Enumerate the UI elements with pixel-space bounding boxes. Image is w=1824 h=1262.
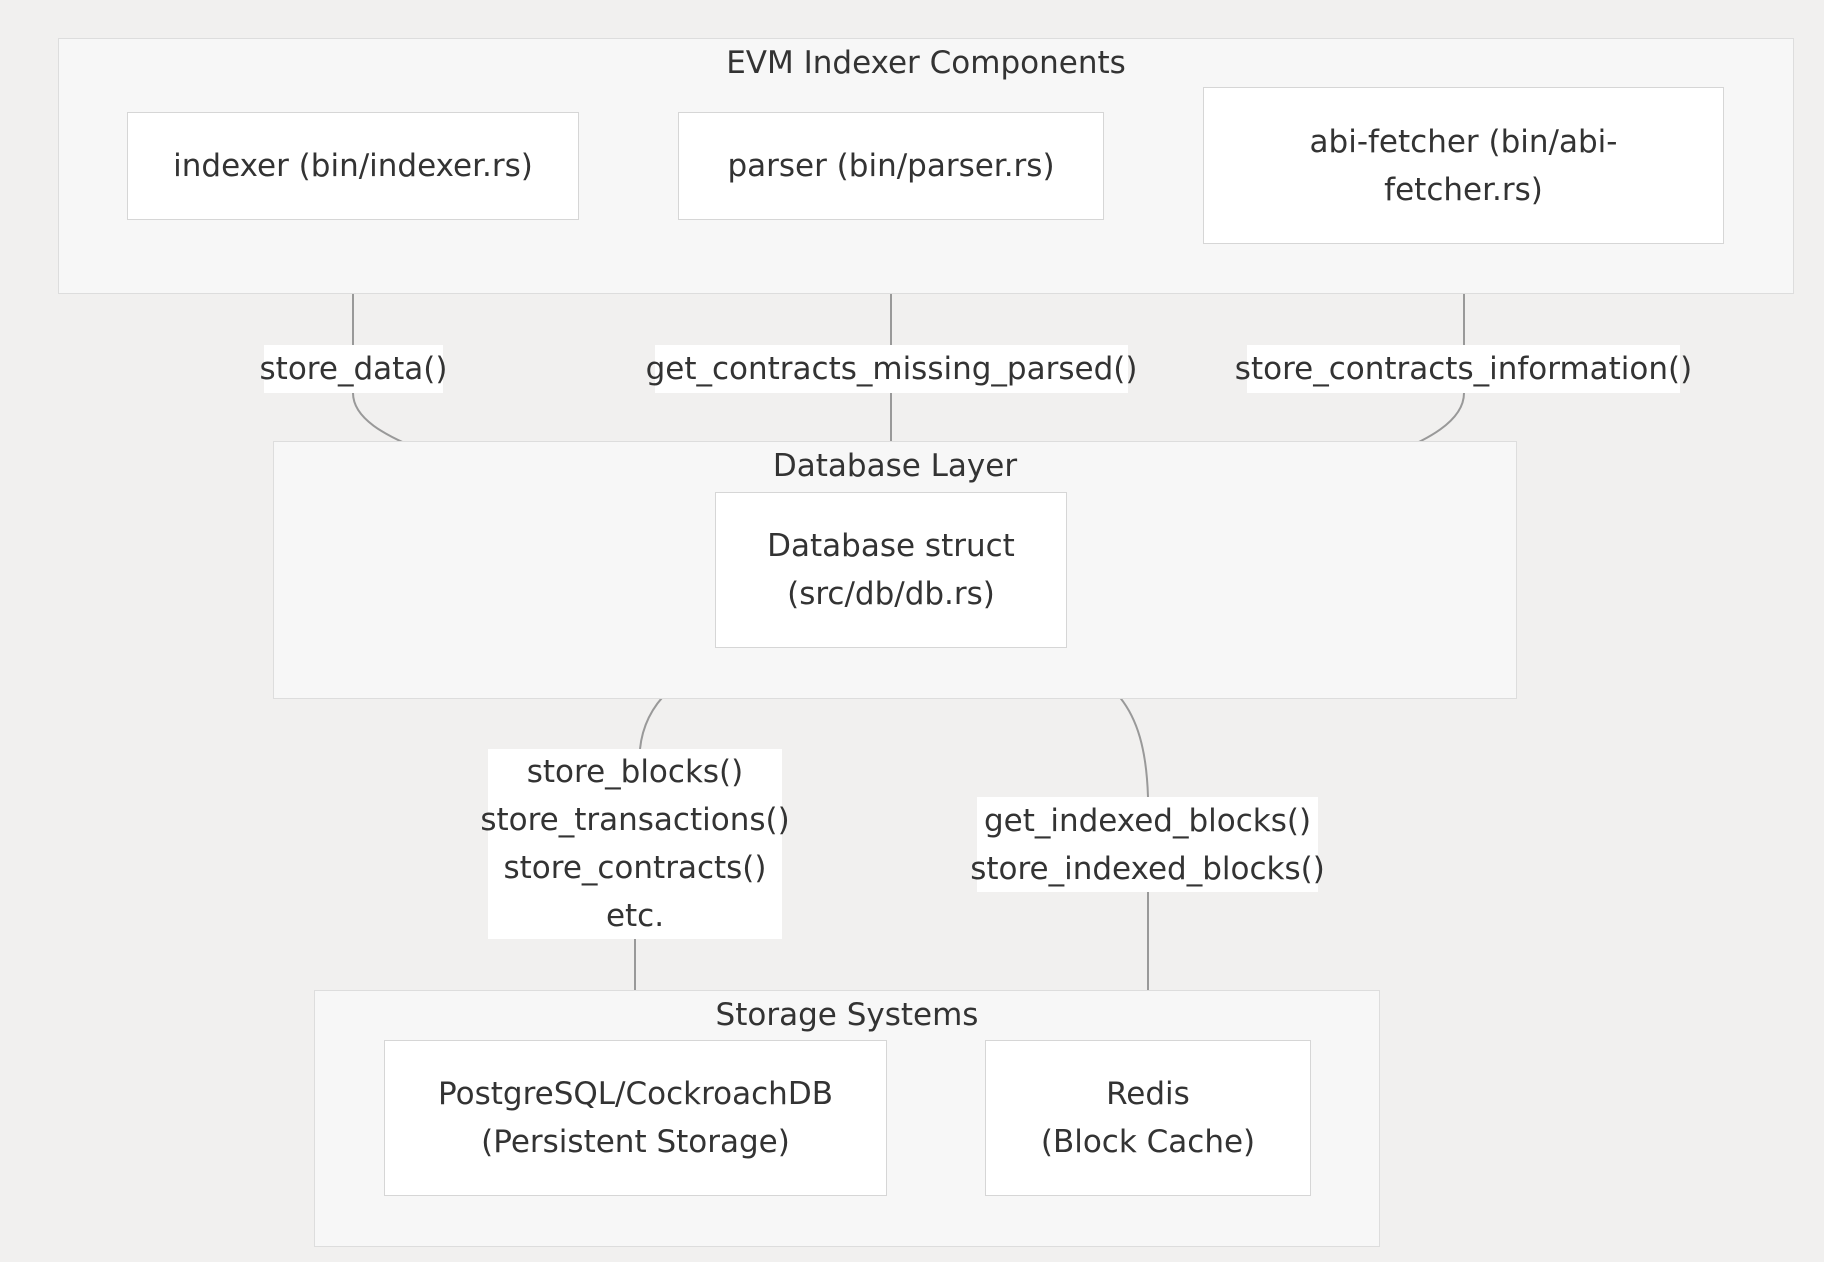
text-line: get_contracts_missing_parsed() [645, 351, 1138, 387]
edge-label-store-data: store_data() [260, 345, 447, 393]
text-line: store_contracts() [503, 850, 767, 886]
text-line: store_indexed_blocks() [970, 850, 1325, 887]
text-line: store_transactions() [480, 802, 790, 838]
edge-label-store-contracts-information: store_contracts_information() [1235, 345, 1692, 393]
text-line: indexer (bin/indexer.rs) [173, 148, 533, 184]
node-postgresql-cockroachdb: PostgreSQL/CockroachDB (Persistent Storag… [384, 1040, 887, 1196]
cluster-title: Database Layer [772, 448, 1018, 484]
text-line: (src/db/db.rs) [787, 576, 995, 612]
cluster-title: Storage Systems [715, 997, 979, 1033]
text-line: get_indexed_blocks() [983, 802, 1312, 839]
node-parser: parser (bin/parser.rs) [678, 112, 1104, 220]
text-line: (Block Cache) [1040, 1124, 1256, 1160]
text-line: parser (bin/parser.rs) [727, 148, 1055, 184]
node-redis: Redis (Block Cache) [985, 1040, 1311, 1196]
node-indexer: indexer (bin/indexer.rs) [127, 112, 579, 220]
edge-label-store-blocks-group: store_blocks() store_transactions() store_… [480, 749, 790, 939]
edge-label-indexed-blocks-group: get_indexed_blocks() store_indexed_blocks… [970, 797, 1325, 892]
node-abi-fetcher: abi-fetcher (bin/abi-fetcher.rs) [1203, 87, 1724, 244]
text-line: store_blocks() [526, 754, 744, 790]
text-line: fetcher.rs) [1384, 171, 1543, 208]
node-database-struct: Database struct (src/db/db.rs) [715, 492, 1067, 648]
text-line: PostgreSQL/CockroachDB [438, 1076, 833, 1112]
edge-label-get-contracts-missing-parsed: get_contracts_missing_parsed() [646, 345, 1137, 393]
text-line: store_contracts_information() [1234, 351, 1693, 387]
text-line: abi-fetcher (bin/abi- [1309, 123, 1618, 160]
text-line: store_data() [259, 351, 448, 387]
text-line: Database struct [767, 528, 1015, 564]
text-line: etc. [605, 898, 665, 934]
cluster-title: EVM Indexer Components [726, 45, 1126, 81]
text-line: Redis [1106, 1076, 1190, 1112]
text-line: (Persistent Storage) [481, 1124, 790, 1160]
